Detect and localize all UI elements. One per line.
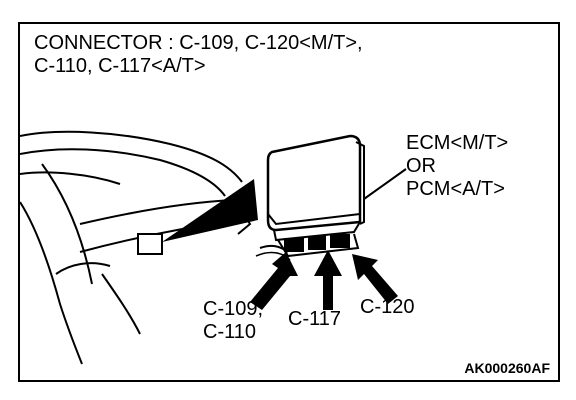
dash-connector-box xyxy=(137,233,163,255)
arrow-c117 xyxy=(314,250,342,310)
label-c109: C-109, xyxy=(203,298,264,320)
ecm-label-line1: ECM<M/T> xyxy=(406,132,509,154)
arrow-c109 xyxy=(250,252,298,310)
label-c120: C-120 xyxy=(360,296,415,318)
label-c110: C-110 xyxy=(203,321,256,343)
ecm-label: ECM<M/T> OR PCM<A/T> xyxy=(406,132,508,201)
connector-header-line2: C-110, C-117<A/T> xyxy=(34,55,206,77)
connector-arrows xyxy=(250,250,398,310)
arrow-c120 xyxy=(352,254,398,304)
vehicle-illustration xyxy=(20,130,407,365)
ecm-label-line2: OR xyxy=(406,155,436,177)
label-c109-c110: C-109, C-110 xyxy=(203,298,263,344)
figure-code: AK000260AF xyxy=(464,360,550,376)
ecm-unit xyxy=(266,134,407,242)
location-pointer-wedge xyxy=(162,179,258,242)
connector-header-line1: CONNECTOR : C-109, C-120<M/T>, xyxy=(34,32,363,54)
connector-header: CONNECTOR : C-109, C-120<M/T>, C-110, C-… xyxy=(34,32,363,78)
diagram-frame: CONNECTOR : C-109, C-120<M/T>, C-110, C-… xyxy=(18,22,560,382)
harness-connectors xyxy=(255,233,360,261)
dashboard-outline xyxy=(20,130,252,365)
label-c117: C-117 xyxy=(288,308,341,330)
ecm-label-line3: PCM<A/T> xyxy=(406,178,505,200)
